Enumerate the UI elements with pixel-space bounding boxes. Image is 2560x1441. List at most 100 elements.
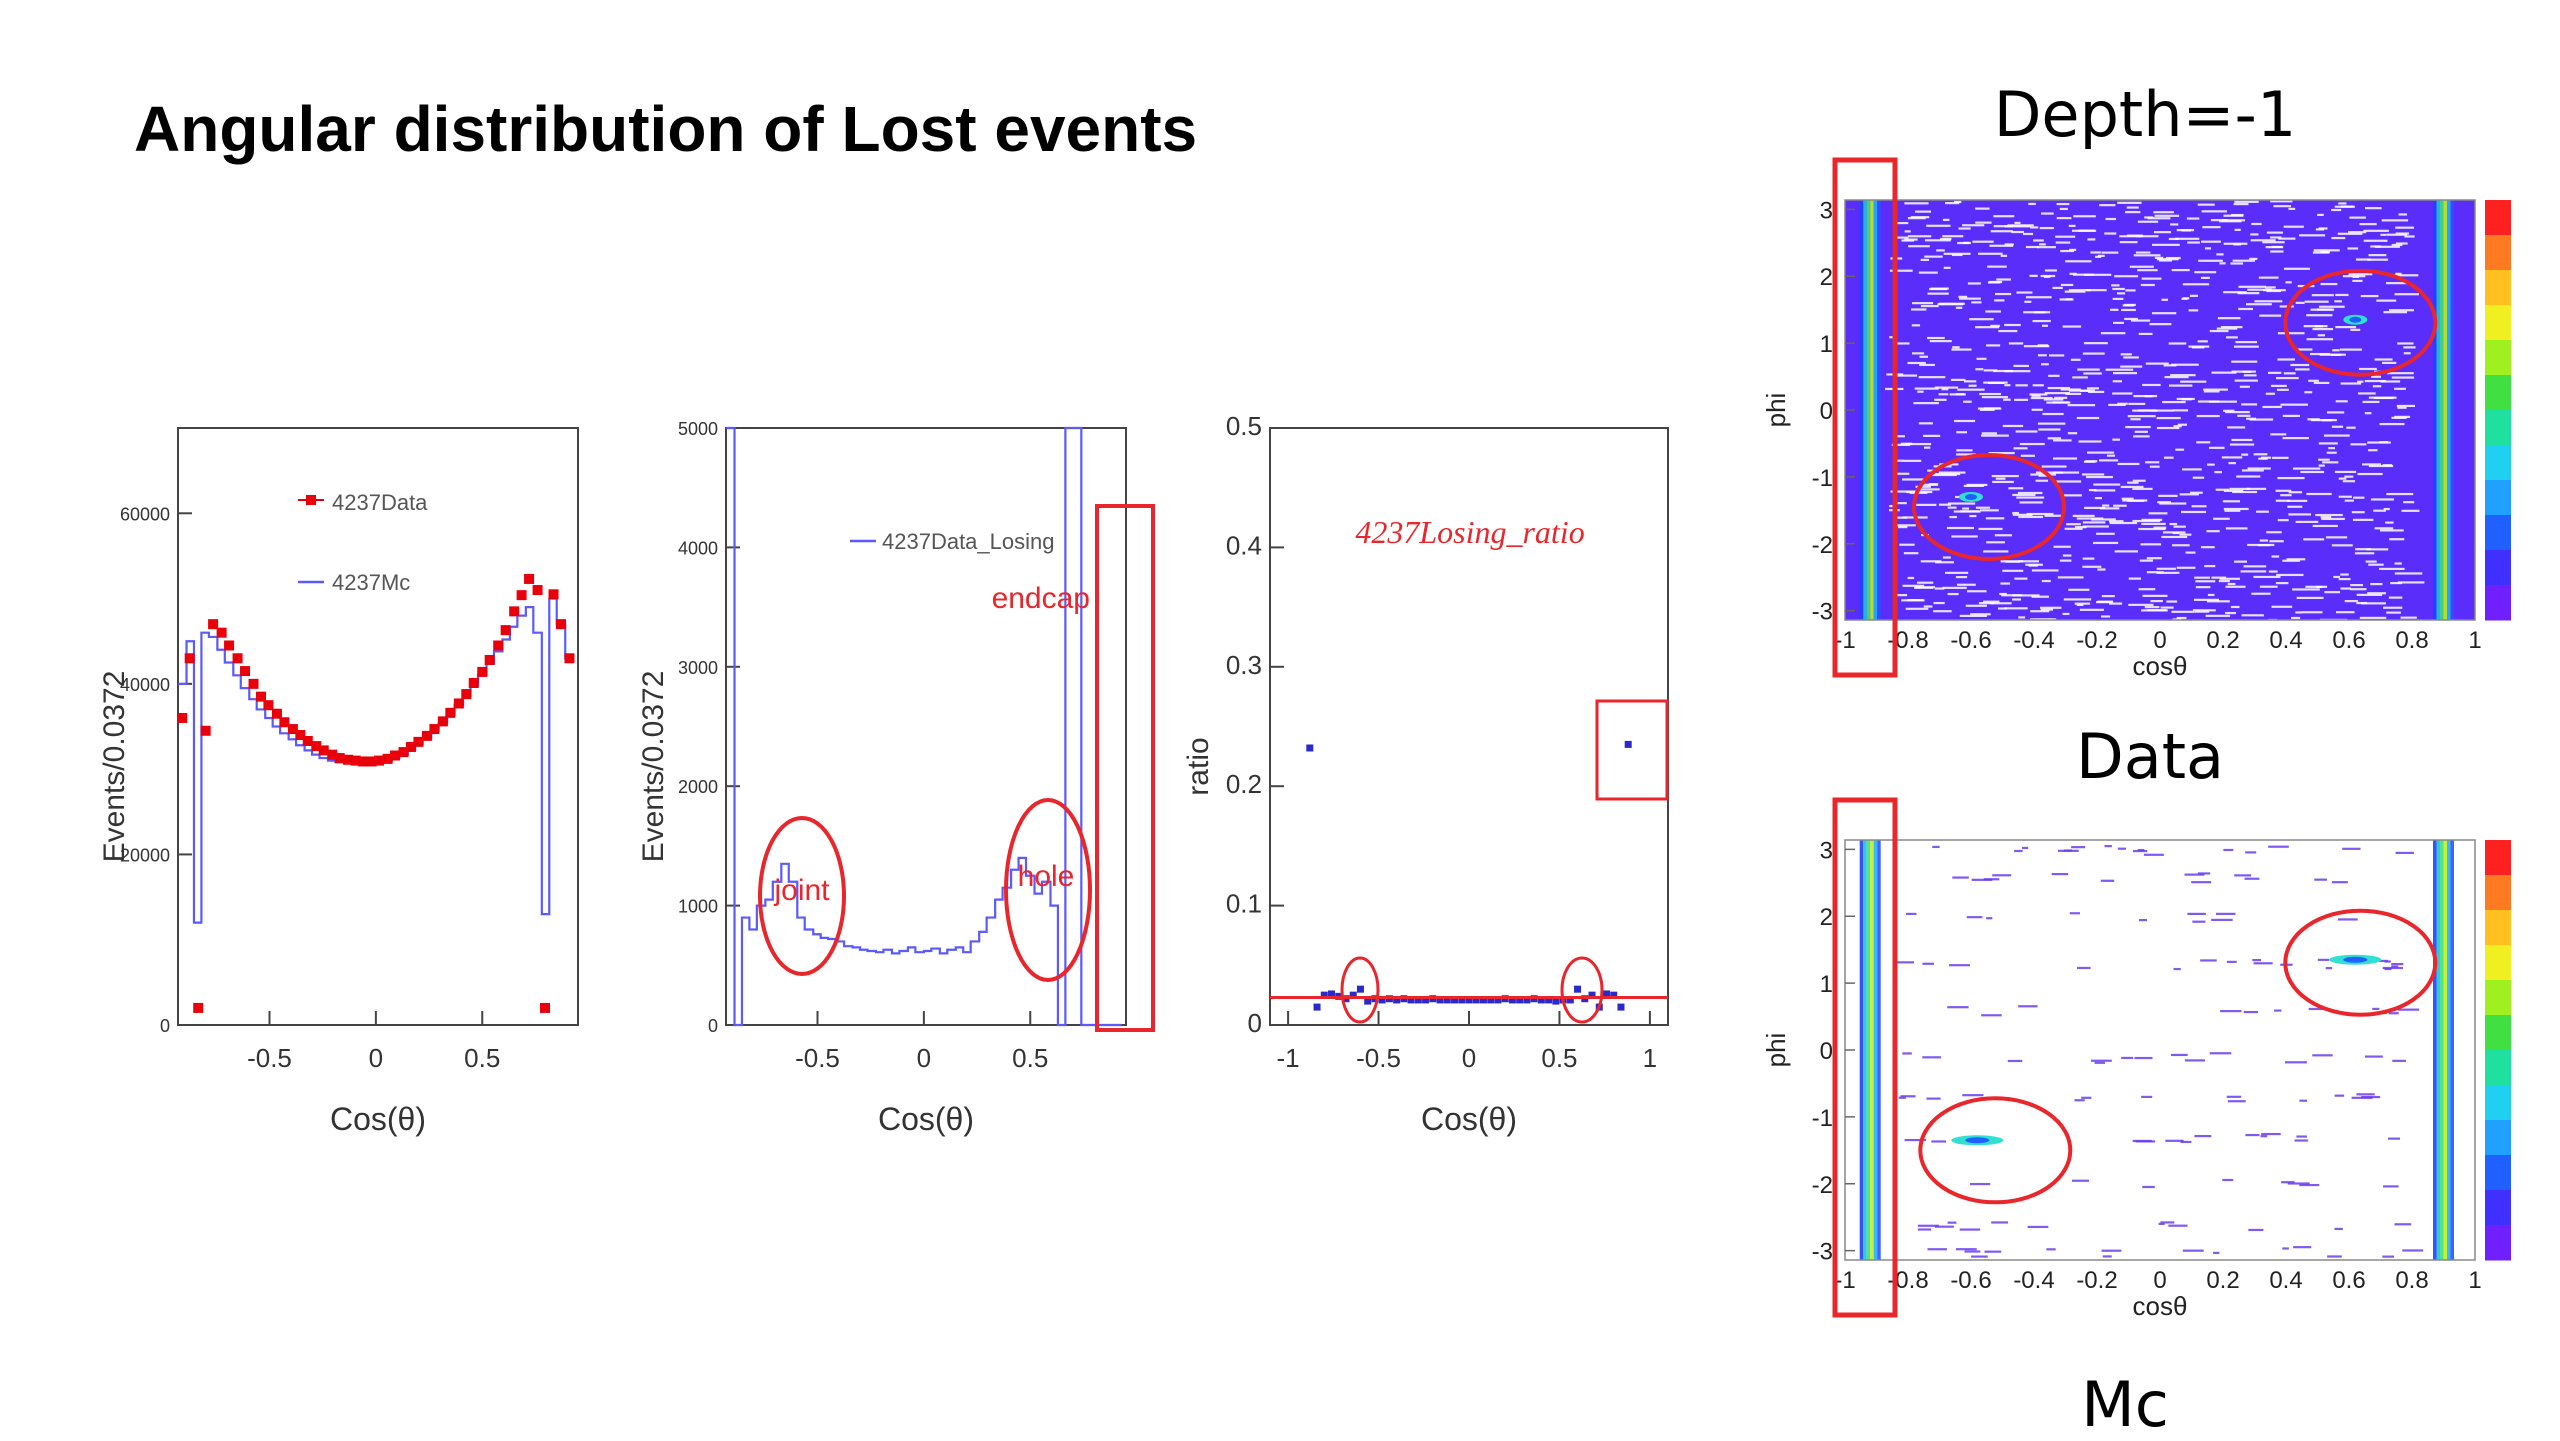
data_map-texture: [2380, 380, 2401, 383]
data_map-texture: [2396, 404, 2415, 408]
data-point: [287, 724, 298, 735]
data_map-texture: [2091, 518, 2116, 521]
data_map-texture: [2340, 382, 2362, 385]
data_map-texture: [2379, 529, 2404, 532]
data_map-texture: [2144, 606, 2160, 609]
data_map-texture: [2203, 390, 2220, 393]
data_map-texture: [2062, 612, 2070, 616]
data_map-texture: [2207, 463, 2215, 466]
data_map-texture: [2153, 526, 2167, 529]
data_map-texture: [2038, 474, 2049, 477]
data_map-xtick-label: -0.2: [2076, 627, 2117, 654]
data_map-texture: [2251, 222, 2262, 226]
mc_map-texture: [2071, 1179, 2090, 1182]
data_map-texture: [1989, 602, 2012, 605]
data_map-texture: [2196, 414, 2220, 418]
data_map-texture: [1959, 614, 1987, 617]
data_map-texture: [2158, 259, 2172, 262]
mc_map-texture: [2299, 1183, 2320, 1187]
data_map-texture: [2318, 227, 2328, 230]
data_map-texture: [2253, 453, 2268, 456]
data_map-texture: [1897, 502, 1907, 505]
data_map-texture: [1947, 502, 1976, 505]
data_map-texture: [2013, 364, 2029, 368]
data_map-texture: [2104, 232, 2117, 235]
endcap-annotation: endcap: [992, 582, 1090, 615]
data_map-texture: [2350, 584, 2364, 587]
data_map-texture: [2067, 404, 2096, 407]
mc_map-texture: [2268, 845, 2289, 848]
ratio-point: [1516, 996, 1524, 1004]
data_map-texture: [2231, 360, 2258, 363]
data_map-texture: [2035, 479, 2049, 482]
mc_map-texture: [2143, 853, 2164, 856]
data_map-colorbar-cell: [2485, 445, 2511, 481]
panel2-xtick-label: 0.5: [1012, 1043, 1048, 1073]
mc_map-colorbar-cell: [2485, 910, 2511, 946]
mc_map-ytick-label: -1: [1812, 1105, 1833, 1132]
data_map-texture: [2214, 471, 2222, 474]
data_map-texture: [2383, 311, 2408, 314]
data_map-texture: [2283, 267, 2310, 270]
data_map-texture: [2029, 393, 2048, 396]
data_map-texture: [2179, 493, 2199, 496]
data_map-texture: [2350, 588, 2367, 591]
panel1-ytick-label: 40000: [120, 675, 170, 695]
data_map-texture: [2005, 560, 2020, 563]
mc_map-texture: [1966, 916, 1983, 919]
data_map-texture: [2153, 211, 2174, 214]
data_map-texture: [1938, 471, 1966, 474]
mc_map-texture: [2356, 1093, 2375, 1096]
data_map-xtick-label: 0.2: [2206, 627, 2239, 654]
data_map-texture: [2017, 491, 2043, 495]
data_map-texture: [2022, 232, 2034, 236]
data_map-texture: [2258, 544, 2270, 547]
data_map-texture: [2238, 307, 2253, 311]
data_map-texture: [2233, 345, 2259, 348]
data_map-texture: [1983, 369, 1998, 372]
data_map-endcap-band: [2436, 200, 2440, 620]
data_map-texture: [2154, 256, 2164, 259]
data_map-texture: [2391, 243, 2403, 247]
mc_map-texture: [2215, 912, 2236, 915]
data_map-texture: [2012, 511, 2019, 515]
data-point: [524, 573, 535, 584]
data_map-texture: [2112, 380, 2122, 383]
data_map-texture: [1967, 282, 1981, 285]
data_map-endcap-band: [1873, 200, 1878, 620]
data_map-texture: [2273, 205, 2292, 208]
data_map-texture: [2011, 230, 2024, 234]
panel3-ylabel: ratio: [1182, 737, 1215, 795]
data_map-texture: [2126, 206, 2139, 209]
data_map-texture: [2351, 511, 2365, 514]
data_map-texture: [2096, 601, 2112, 604]
data_map-texture: [2133, 435, 2150, 438]
data_map-texture: [2055, 241, 2071, 244]
data_map-texture: [2334, 470, 2357, 474]
data_map-texture: [2231, 438, 2253, 442]
data_map-texture: [1936, 249, 1945, 252]
data_map-texture: [2270, 250, 2284, 253]
data_map-texture: [1987, 265, 2007, 268]
data_map-texture: [2123, 356, 2139, 359]
panel3-ytick-label: 0.2: [1226, 769, 1262, 799]
data_map-texture: [2229, 487, 2251, 491]
data-point: [271, 708, 282, 719]
data_map-texture: [2182, 468, 2202, 471]
mc_map-texture: [1959, 1228, 1981, 1231]
data_map-texture: [1967, 590, 1987, 593]
data_map-texture: [2342, 480, 2356, 483]
data_map-texture: [2008, 487, 2024, 490]
ratio-point: [1356, 985, 1364, 993]
ratio-point: [1313, 1003, 1321, 1011]
data_map-texture: [2004, 243, 2014, 246]
data_map-texture: [2182, 283, 2210, 286]
data_map-texture: [2209, 329, 2229, 333]
data_map-texture: [2359, 223, 2377, 226]
data_map-texture: [2370, 582, 2383, 586]
data_map-texture: [2280, 403, 2309, 406]
data_map-texture: [2365, 560, 2377, 563]
mc_map-texture: [1952, 876, 1969, 879]
data_map-texture: [1953, 510, 1981, 513]
